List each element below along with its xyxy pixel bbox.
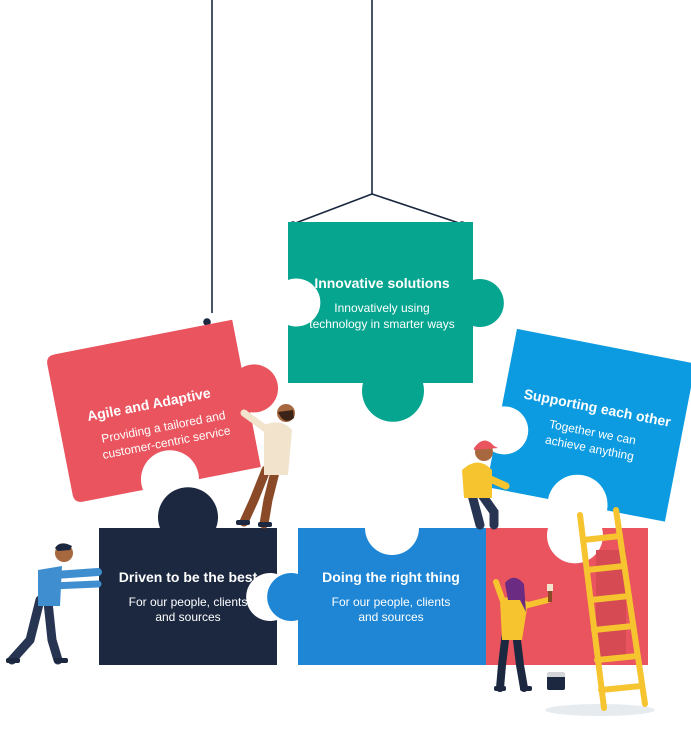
piece-driven-best: Driven to be the best For our people, cl…	[99, 487, 277, 665]
driven-title: Driven to be the best	[119, 569, 258, 585]
piece-driven-shape	[99, 487, 277, 665]
driven-line-2: and sources	[155, 610, 220, 624]
driven-line-1: For our people, clients	[129, 595, 248, 609]
innovative-title: Innovative solutions	[314, 275, 450, 291]
person-painting	[493, 577, 551, 692]
right-thing-line-1: For our people, clients	[332, 595, 451, 609]
piece-supporting-each-other: Supporting each other Together we can ac…	[486, 328, 691, 522]
piece-agile-shape	[47, 319, 278, 502]
ladder-icon	[577, 507, 648, 711]
ground-shadow	[545, 704, 655, 716]
person-beard-middle	[236, 404, 295, 529]
right-thing-line-2: and sources	[358, 610, 423, 624]
innovative-line-1: Innovatively using	[334, 301, 429, 315]
paint-brush-icon	[547, 584, 553, 602]
piece-doing-right-thing: Doing the right thing For our people, cl…	[267, 528, 486, 665]
piece-innovative-shape	[288, 222, 504, 422]
piece-innovative-solutions: Innovative solutions Innovatively using …	[288, 222, 504, 422]
piece-supporting-shape	[486, 328, 691, 522]
piece-agile-adaptive: Agile and Adaptive Providing a tailored …	[47, 319, 278, 502]
person-cap-right	[462, 440, 510, 530]
innovative-line-2: technology in smarter ways	[309, 317, 454, 331]
person-pushing-left	[6, 543, 102, 665]
right-thing-title: Doing the right thing	[322, 569, 460, 585]
piece-right-thing-shape	[267, 528, 486, 665]
paint-can-icon	[547, 672, 565, 690]
